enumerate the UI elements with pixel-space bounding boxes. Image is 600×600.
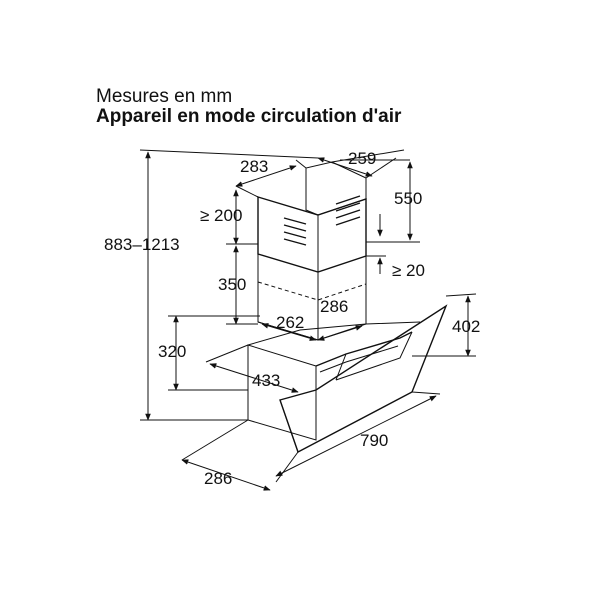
dim-total-height: 883–1213	[104, 235, 180, 254]
dim-top-height: 550	[394, 189, 422, 208]
dim-chimney-depth: 259	[348, 149, 376, 168]
vent-slots	[283, 195, 361, 246]
dim-inner-width: 262	[276, 313, 304, 332]
dim-panel-height: 402	[452, 317, 480, 336]
dim-inner-depth: 286	[320, 297, 348, 316]
mode-caption: Appareil en mode circulation d'air	[96, 106, 402, 127]
dim-body-height: 320	[158, 342, 186, 361]
dim-side-gap: ≥ 20	[392, 261, 425, 280]
dim-panel-width: 790	[360, 431, 388, 450]
units-caption: Mesures en mm	[96, 86, 233, 107]
dim-lower-chimney: 350	[218, 275, 246, 294]
chimney-upper	[257, 161, 367, 273]
dim-body-depth: 433	[252, 371, 280, 390]
dim-chimney-width: 283	[240, 157, 268, 176]
dim-base-depth: 286	[204, 469, 232, 488]
dim-upper-gap: ≥ 200	[200, 206, 242, 225]
